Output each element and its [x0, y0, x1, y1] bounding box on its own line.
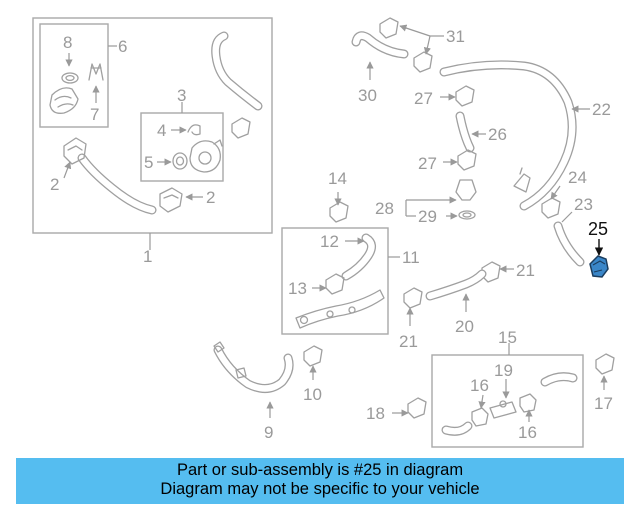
part-2-clamp-a [63, 137, 87, 165]
assembly-group-11 [281, 227, 400, 335]
part-14-clamp [329, 201, 349, 223]
group-1-small-clamp [231, 117, 251, 139]
assembly-group-15 [431, 343, 584, 448]
callout-26: 26 [488, 125, 507, 144]
callout-31: 31 [446, 27, 465, 46]
banner-line-1: Part or sub-assembly is #25 in diagram [176, 461, 464, 479]
group-15-hose [540, 372, 578, 387]
part-5-shape [172, 152, 188, 170]
callout-11: 11 [402, 248, 420, 267]
part-23-hose [553, 221, 585, 267]
callout-12: 12 [320, 232, 339, 251]
callout-4: 4 [157, 121, 166, 140]
callout-30: 30 [358, 86, 377, 105]
callout-5: 5 [144, 153, 153, 172]
callout-labels: 1 2 2 3 4 5 6 7 8 9 10 11 12 13 14 15 16… [50, 27, 613, 442]
callout-18: 18 [366, 404, 385, 423]
callout-19: 19 [494, 361, 513, 380]
part-10-clamp [303, 345, 323, 367]
part-26-hose [455, 111, 475, 153]
part-24-clamp [541, 197, 561, 219]
group-11-frame [281, 227, 389, 335]
part-28-sensor [455, 179, 477, 201]
callout-28: 28 [375, 199, 394, 218]
part-21-clamp-b [403, 287, 423, 309]
part-31-clamp-a [379, 17, 399, 39]
callout-15: 15 [498, 328, 517, 347]
callout-29: 29 [418, 207, 437, 226]
group-11-pipe [295, 289, 385, 329]
group-15-lower-hose [441, 421, 473, 436]
callout-25-highlighted: 25 [588, 219, 608, 239]
part-20-hose [425, 269, 487, 301]
group-6-frame [39, 23, 109, 128]
callout-21b: 21 [399, 332, 418, 351]
callout-8: 8 [63, 33, 72, 52]
callout-13: 13 [288, 279, 307, 298]
part-2-clamp-b [159, 187, 183, 213]
part-7-shape [88, 63, 104, 81]
callout-9: 9 [264, 423, 273, 442]
part-19-valve [489, 400, 517, 419]
part-13-shape [325, 273, 345, 295]
part-16-clamp-b [519, 393, 537, 413]
part-8-shape [49, 72, 79, 114]
callout-24: 24 [568, 168, 587, 187]
callout-14: 14 [328, 169, 347, 188]
group-1-frame [32, 17, 273, 234]
assembly-group-1 [32, 17, 273, 250]
group-15-frame [431, 354, 584, 448]
part-12-hose [341, 233, 376, 281]
callout-2b: 2 [206, 188, 215, 207]
callout-27a: 27 [414, 89, 433, 108]
callout-10: 10 [303, 385, 322, 404]
banner-line-2: Diagram may not be specific to your vehi… [160, 480, 480, 498]
callout-27b: 27 [418, 154, 437, 173]
part-22-long-pipe [439, 60, 577, 211]
callout-7: 7 [90, 105, 99, 124]
part-17-clamp [595, 353, 615, 375]
part-4-shape [187, 124, 201, 136]
group-1-main-hose [77, 153, 157, 215]
callout-20: 20 [455, 317, 474, 336]
part-27-clamp-b [457, 149, 477, 171]
part-9-hose [213, 341, 294, 393]
part-16-clamp-a [471, 407, 489, 427]
callout-1: 1 [143, 247, 152, 266]
part-25-highlighted[interactable] [589, 255, 609, 278]
callout-23: 23 [574, 195, 593, 214]
info-banner: Part or sub-assembly is #25 in diagram D… [16, 458, 624, 504]
part-29-oring [458, 210, 476, 220]
part-18-clamp [407, 397, 427, 419]
callout-16b: 16 [518, 423, 537, 442]
callout-6: 6 [118, 37, 127, 56]
callout-2a: 2 [50, 175, 59, 194]
callout-3: 3 [177, 86, 186, 105]
part-30-hose [351, 31, 409, 59]
part-27-clamp-a [455, 85, 475, 107]
callout-16a: 16 [470, 376, 489, 395]
part-31-clamp-b [413, 51, 433, 73]
housing-3-shape [189, 139, 223, 173]
pipe-bracket [513, 167, 531, 193]
callout-22: 22 [592, 100, 611, 119]
callout-21a: 21 [516, 261, 535, 280]
callout-17: 17 [594, 394, 613, 413]
group-1-upper-hose [211, 31, 263, 111]
